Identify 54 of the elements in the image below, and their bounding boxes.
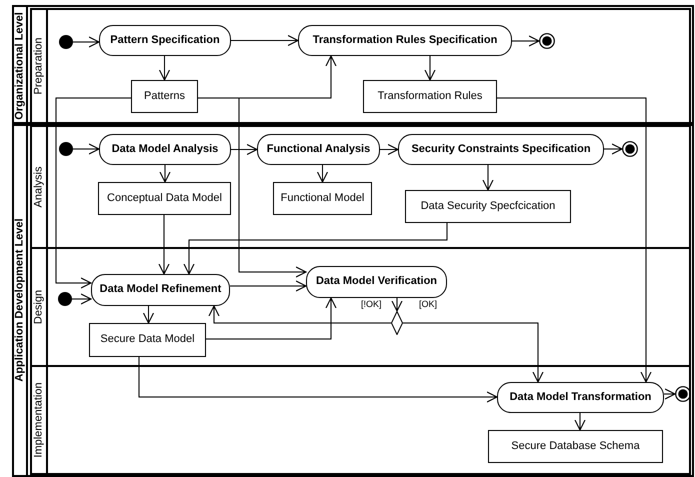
action-node: Functional Analysis <box>257 134 380 165</box>
object-node: Patterns <box>131 80 198 113</box>
swimlane <box>30 125 691 249</box>
arrow <box>496 98 652 383</box>
arrow <box>183 222 448 275</box>
arrow <box>142 306 154 324</box>
arrow <box>138 356 498 403</box>
arrow <box>402 322 544 383</box>
object-node: Conceptual Data Model <box>98 182 231 215</box>
lane-label: Design <box>34 290 44 324</box>
arrow <box>424 56 436 81</box>
arrow <box>316 164 328 183</box>
action-node: Security Constraints Specification <box>398 134 604 165</box>
arrow <box>230 280 307 292</box>
arrow <box>230 144 258 156</box>
level-frame <box>12 122 694 477</box>
arrow <box>158 214 170 275</box>
arrow <box>230 34 299 46</box>
action-node: Data Model Refinement <box>91 274 230 306</box>
arrow <box>604 143 623 155</box>
object-node: Transformation Rules <box>363 80 497 113</box>
arrow <box>482 164 494 191</box>
arrow <box>512 35 540 47</box>
arrow <box>56 98 132 289</box>
object-node: Functional Model <box>273 182 372 215</box>
lane-label: Organizational Level <box>14 12 26 120</box>
arrow <box>574 412 586 431</box>
guard-label: [OK] <box>418 300 438 309</box>
action-node: Data Model Analysis <box>99 134 231 165</box>
action-node: Data Model Transformation <box>497 382 664 413</box>
arrow <box>198 98 307 278</box>
arrow <box>664 388 676 400</box>
action-node: Transformation Rules Specification <box>298 25 512 56</box>
arrow <box>158 56 170 81</box>
lane-label: Analysis <box>34 166 44 208</box>
object-node: Data Security Specfcication <box>405 190 571 223</box>
arrow <box>391 298 403 312</box>
lane-label: Preparation <box>34 38 44 94</box>
action-node: Data Model Verification <box>306 266 447 298</box>
arrow <box>72 143 100 155</box>
object-node: Secure Database Schema <box>488 430 663 463</box>
lane-label: Implementation <box>34 382 44 458</box>
guard-label: [!OK] <box>360 300 383 309</box>
action-node: Pattern Specification <box>99 25 231 56</box>
object-node: Secure Data Model <box>89 323 206 357</box>
arrow <box>159 164 171 183</box>
arrow <box>72 36 100 48</box>
swimlane <box>30 247 691 367</box>
arrow <box>208 305 392 324</box>
arrow <box>380 144 399 156</box>
arrow <box>206 297 337 340</box>
swimlane <box>30 365 691 475</box>
arrow <box>72 293 92 305</box>
lane-label: Application Development Level <box>14 218 26 382</box>
